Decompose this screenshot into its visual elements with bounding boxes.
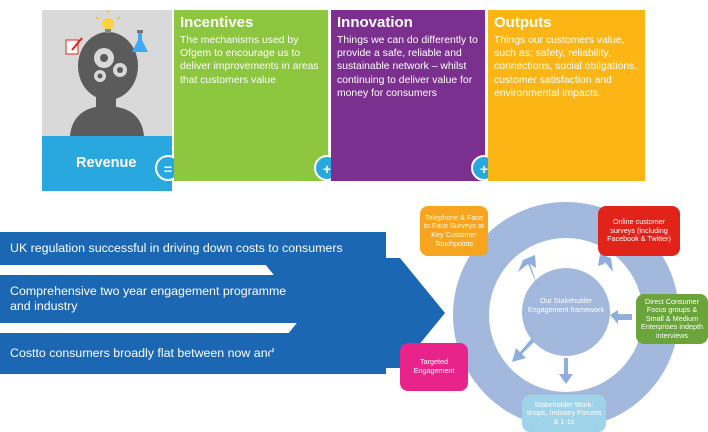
revenue-box: Revenue xyxy=(42,136,172,191)
incentives-title: Incentives xyxy=(180,14,254,31)
statement-bar-2-text: Comprehensive two year engagement progra… xyxy=(10,284,373,313)
wheel-node-online-surveys: Online customer surveys (including Faceb… xyxy=(598,206,680,256)
statement-bar-1-text: UK regulation successful in driving down… xyxy=(10,241,343,255)
wheel-node-workshops: Stakeholder Work-shops, Industry Forums … xyxy=(522,395,606,432)
innovation-title: Innovation xyxy=(337,14,413,31)
head-illustration xyxy=(42,10,172,136)
innovation-panel: Innovation Things we can do differently … xyxy=(331,10,485,181)
outputs-body: Things our customers value, such as; saf… xyxy=(494,35,638,99)
innovation-body: Things we can do differently to provide … xyxy=(337,35,478,99)
wheel-center-label: Our Stakeholder Engagement framework xyxy=(527,296,605,314)
outputs-title: Outputs xyxy=(494,14,552,31)
wheel-node-focus-groups: Direct Consumer Focus groups & Small & M… xyxy=(636,294,708,344)
outputs-panel: Outputs Things our customers value, such… xyxy=(488,10,645,181)
revenue-label: Revenue xyxy=(76,155,137,171)
statement-bar-3-text: Costto consumers broadly flat between no… xyxy=(10,346,306,360)
incentives-body: The mechanisms used by Ofgem to encourag… xyxy=(180,35,319,86)
incentives-panel: Incentives The mechanisms used by Ofgem … xyxy=(174,10,328,181)
head-icon xyxy=(65,10,148,136)
engagement-wheel xyxy=(453,202,679,428)
wheel-node-telephone-surveys: Telephone & Face to Face Surveys at Key … xyxy=(420,206,488,256)
chevron-arrow-icon xyxy=(260,258,445,368)
revenue-panel: Revenue xyxy=(42,10,172,191)
wheel-node-targeted: Targeted Engagement xyxy=(400,343,468,391)
